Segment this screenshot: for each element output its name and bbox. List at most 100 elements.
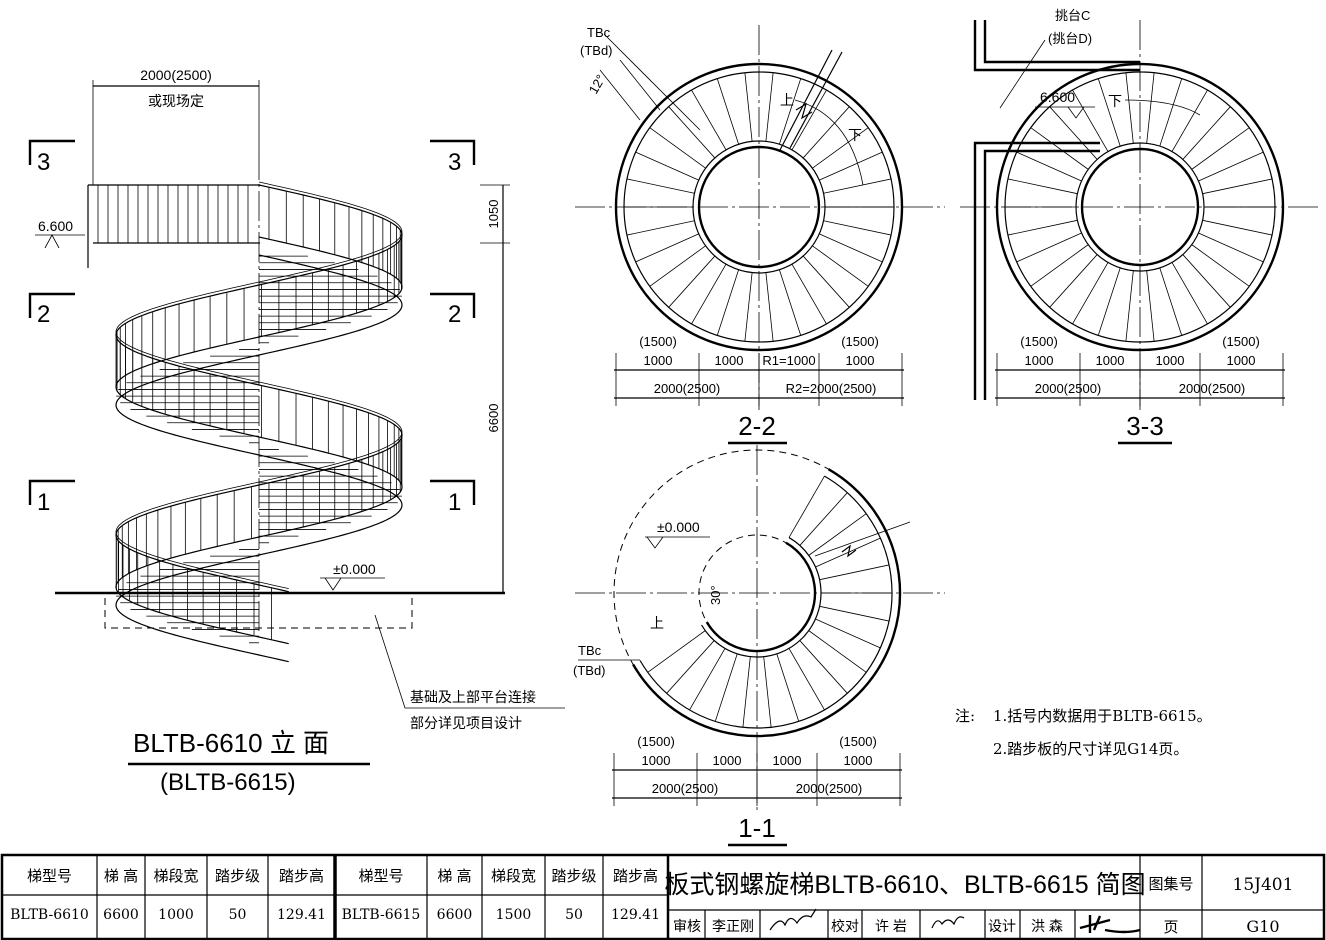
section-mark-3-left: 3 xyxy=(28,139,75,176)
tread xyxy=(812,127,869,169)
section-title: 2-2 xyxy=(738,411,776,441)
dimension-label: 2000(2500) xyxy=(1035,381,1102,396)
table-header: 梯 高 xyxy=(104,868,138,885)
level-triangle-icon xyxy=(1067,106,1085,119)
leader-note-2: 部分详见项目设计 xyxy=(410,715,522,731)
table-header: 梯型号 xyxy=(27,868,72,885)
tread xyxy=(1125,72,1134,144)
dimension-label: 1000 xyxy=(844,753,873,768)
check-label: 校对 xyxy=(831,918,859,934)
tread xyxy=(716,78,739,145)
atlas-label: 图集号 xyxy=(1148,876,1193,893)
dimension-label: 2000(2500) xyxy=(652,781,719,796)
dimension-label: (1500) xyxy=(639,334,677,349)
down-label: 下 xyxy=(848,127,862,143)
table-cell: 6600 xyxy=(437,907,473,923)
tread xyxy=(1049,254,1098,308)
design-label: 设计 xyxy=(988,918,1016,934)
handrail xyxy=(115,184,403,593)
tread xyxy=(808,513,867,556)
dimension-label: 2000(2500) xyxy=(654,381,721,396)
tread xyxy=(799,492,848,546)
tread xyxy=(788,475,825,538)
dimension-label: 1000 xyxy=(644,353,673,368)
tread xyxy=(635,151,699,181)
note-2: 2.踏步板的尺寸详见G14页。 xyxy=(993,740,1188,758)
tag-leader xyxy=(999,39,1046,109)
dimension-label: (1500) xyxy=(1020,334,1058,349)
table-cell: 129.41 xyxy=(277,907,326,923)
elevation-view: 2000(2500) 或现场定 6.600 ±0.000 1050 6600 3… xyxy=(28,67,565,796)
tread xyxy=(1182,254,1231,308)
tread xyxy=(691,263,727,325)
table-cell: 1500 xyxy=(496,907,532,923)
dimension-label: 1000 xyxy=(642,753,671,768)
svg-text:2: 2 xyxy=(37,301,50,328)
tag-alt: (TBd) xyxy=(573,663,606,678)
tread xyxy=(819,151,883,181)
atlas-number: 15J401 xyxy=(1233,875,1294,895)
tread xyxy=(1191,244,1250,287)
tread xyxy=(799,640,848,694)
tread xyxy=(668,255,716,308)
tag: TBc xyxy=(578,643,602,658)
section-mark-2-left: 2 xyxy=(28,292,75,328)
table-cell: 50 xyxy=(229,907,247,923)
tread xyxy=(1198,232,1264,263)
tread xyxy=(626,178,695,194)
svg-text:1: 1 xyxy=(37,489,50,516)
table-cell: 50 xyxy=(565,907,583,923)
level-ground: ±0.000 xyxy=(333,561,376,577)
tread xyxy=(779,78,802,145)
tread xyxy=(691,89,727,151)
table-header: 梯型号 xyxy=(358,868,403,885)
foundation-outline xyxy=(104,592,413,629)
level-top: 6.600 xyxy=(38,218,73,234)
tread xyxy=(819,605,890,622)
table-header: 踏步级 xyxy=(551,868,596,885)
tread xyxy=(647,630,706,673)
tread xyxy=(808,630,867,673)
svg-text:2: 2 xyxy=(448,301,461,328)
table-cell: BLTB-6610 xyxy=(10,907,89,923)
tread xyxy=(812,245,869,287)
reviewer-signature xyxy=(769,908,817,931)
dimension-label: (1500) xyxy=(841,334,879,349)
dimension-label: 1000 xyxy=(773,753,802,768)
level-label: ±0.000 xyxy=(657,519,700,535)
break-line xyxy=(779,49,843,151)
dimension-label: R1=1000 xyxy=(762,353,815,368)
dimension-label: 1000 xyxy=(1025,353,1054,368)
dimension-label: (1500) xyxy=(1222,334,1260,349)
tread xyxy=(765,72,774,142)
tread xyxy=(1007,178,1078,195)
outer-arc xyxy=(632,468,902,738)
section-mark-1-right: 1 xyxy=(430,479,476,516)
tread xyxy=(1016,232,1082,263)
tread xyxy=(1198,151,1264,182)
note-1: 1.括号内数据用于BLTB-6615。 xyxy=(993,707,1212,725)
tread xyxy=(802,106,850,159)
tread xyxy=(1202,219,1273,236)
table-header: 梯段宽 xyxy=(153,868,198,885)
tread xyxy=(1016,151,1082,182)
break-line xyxy=(814,521,911,557)
direction-arrow-icon xyxy=(794,99,864,186)
level-triangle-icon xyxy=(646,536,664,549)
tread xyxy=(802,255,850,308)
tread xyxy=(1030,127,1089,170)
notes: 注: 1.括号内数据用于BLTB-6615。 2.踏步板的尺寸详见G14页。 xyxy=(955,707,1212,758)
tread xyxy=(626,220,695,236)
platform-top xyxy=(973,20,1140,72)
svg-text:3: 3 xyxy=(448,149,461,176)
designer-signature xyxy=(1079,915,1141,934)
svg-text:3: 3 xyxy=(37,149,50,176)
table-header: 踏步高 xyxy=(279,868,324,885)
table-header: 梯段宽 xyxy=(491,868,536,885)
leader-note-1: 基础及上部平台连接 xyxy=(410,689,536,705)
